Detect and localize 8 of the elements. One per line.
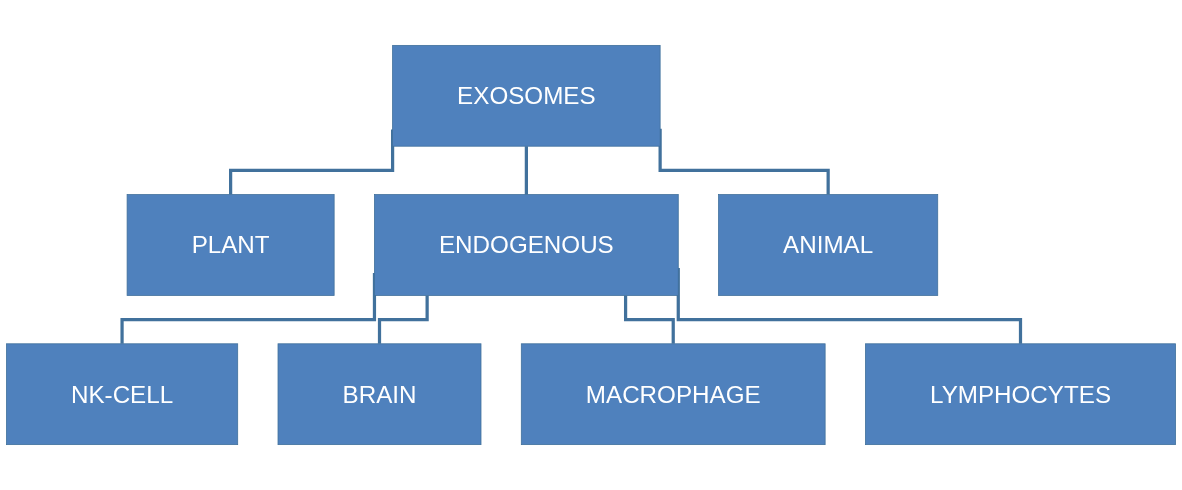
node-box: PLANT xyxy=(126,194,335,296)
node-box: ANIMAL xyxy=(718,194,939,296)
node-box: MACROPHAGE xyxy=(520,343,826,445)
node-box: NK-CELL xyxy=(6,343,239,445)
node-box: BRAIN xyxy=(277,343,482,445)
node-box: LYMPHOCYTES xyxy=(865,343,1176,445)
node-box: ENDOGENOUS xyxy=(374,194,679,296)
node-box: EXOSOMES xyxy=(392,45,661,147)
